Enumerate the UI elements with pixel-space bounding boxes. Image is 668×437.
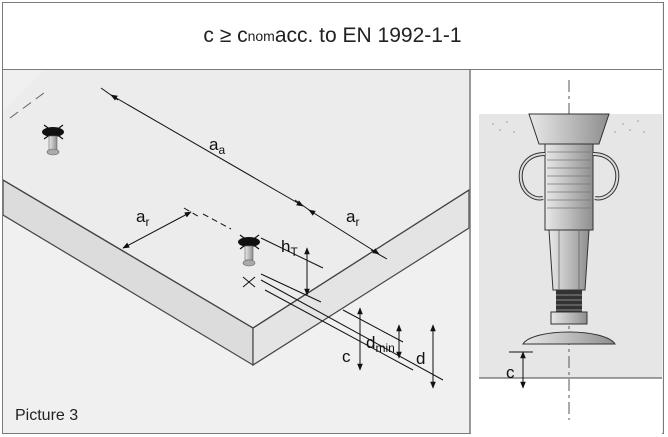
- label-d: d: [416, 349, 425, 368]
- dimension-dmin: dmin: [366, 324, 402, 359]
- concrete-slab: [3, 70, 470, 367]
- label-hT: hT: [281, 237, 298, 259]
- anchor-center: [238, 234, 260, 288]
- dimension-ar-right: ar: [202, 207, 388, 260]
- label-ar-right: ar: [346, 207, 359, 229]
- dimension-c-detail: c: [506, 351, 533, 389]
- dimension-hT: hT: [260, 237, 324, 303]
- title-lhs: c ≥ c: [203, 24, 248, 47]
- label-aa: aa: [209, 135, 225, 157]
- section-detail: [471, 70, 662, 434]
- label-dmin: dmin: [366, 333, 395, 355]
- dimension-ar-left: ar: [122, 207, 202, 249]
- diagram-canvas: aa ar ar hT c: [3, 70, 662, 434]
- dimension-d: d: [416, 324, 436, 389]
- title-sub: nom: [247, 28, 275, 44]
- anchor-top-left: [42, 124, 64, 156]
- label-ar-left: ar: [136, 207, 149, 229]
- picture-caption: Picture 3: [15, 407, 79, 424]
- dimension-c-slab: c: [342, 307, 363, 371]
- label-c-slab: c: [342, 347, 351, 366]
- label-c-detail: c: [506, 363, 515, 382]
- title-rest: acc. to EN 1992-1-1: [274, 24, 462, 47]
